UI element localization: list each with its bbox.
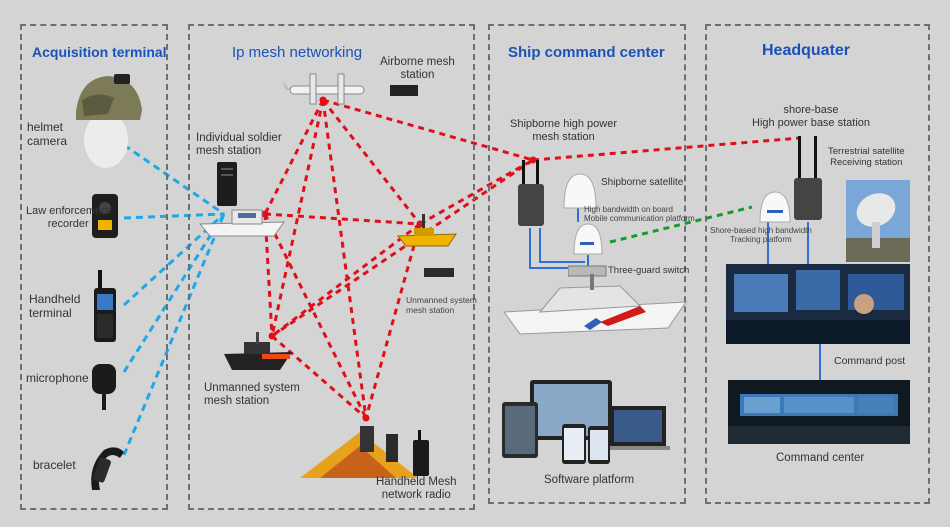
shore-label: shore-base High power base station [752,104,871,129]
software-devices-icon [502,380,670,464]
ship-satellite-label: Shipborne satellite [601,177,684,188]
radio-label: Handheld Mesh network radio [376,476,457,502]
hq-panel [705,24,930,504]
rescue-scene-icon [300,426,418,478]
mesh-node-dot [319,96,327,104]
mesh-node-dot [261,210,269,218]
mesh-link [321,99,368,419]
law-recorder-icon [92,194,118,238]
bracelet-icon [91,447,124,490]
command-center-label: Command center [776,452,865,464]
command-post-photo [726,264,910,344]
mesh-node-dot [268,332,276,340]
tracking-label: Shore-based high bandwidth Tracking plat… [710,226,812,245]
satellite-dish-photo [846,180,910,262]
soldier-label: Individual soldier mesh station [196,132,282,158]
link-recorder [123,212,225,220]
satellite-link [609,205,753,244]
ship-satellite-dome-icon [563,173,597,209]
handheld-terminal-icon [94,270,116,342]
unmanned-boat-icon [396,214,457,247]
bracelet-label: bracelet [33,458,76,472]
mesh-title: Ip mesh networking [232,44,363,61]
unmanned-small-label: Unmanned system mesh station [406,295,477,315]
ship-broadband-label: High bandwidth on board Mobile communica… [584,205,695,224]
shore-station-icon [794,136,822,220]
command-center-photo [728,380,910,444]
switch-label: Three-guard switch [608,265,690,276]
ship-icon [503,274,687,335]
mesh-link [263,213,274,337]
link-bracelet [122,213,226,456]
unmanned-vessel-icon [224,332,292,370]
airborne-label: Airborne mesh station [380,56,455,82]
mesh-link [321,99,422,225]
software-label: Software platform [544,474,635,486]
microphone-label: microphone [26,371,89,385]
mesh-panel [188,24,475,510]
airborne-station-icon [390,85,418,96]
boat-icon [198,209,285,237]
mesh-radio-icon [413,430,429,476]
mesh-link [364,223,422,419]
handheld-label: Handheld terminal [29,292,81,320]
ship-title: Ship command center [508,44,665,61]
command-post-label: Command post [834,355,906,367]
helmet-camera-icon [76,74,142,168]
mesh-link [270,99,325,337]
mesh-node-dot [362,414,370,422]
mesh-node-dot [416,220,424,228]
mesh-link [263,213,368,419]
ship-mesh-station-icon [518,160,544,226]
terrestrial-label: Terrestrial satellite Receiving station [828,146,905,168]
acquisition-panel [20,24,168,510]
unmanned-big-label: Unmanned system mesh station [204,382,300,408]
drone-icon [282,73,365,105]
unmanned-station-small-icon [424,268,454,277]
microphone-icon [92,364,116,410]
ship-broadband-dome-icon [573,223,603,255]
mesh-link [322,98,534,162]
mesh-link [271,222,421,338]
law-recorder-label: Law enforcement recorder [26,205,111,230]
soldier-station-icon [217,162,237,206]
tracking-dome-icon [759,191,791,223]
ship-panel [488,24,686,504]
mesh-link [264,212,421,226]
acquisition-title: Acquisition terminal [32,44,167,60]
link-helmet [123,143,225,216]
ship-network-line [539,228,585,263]
hq-title: Headquater [762,42,851,59]
mesh-node-dot [529,156,537,164]
helmet-label: helmet camera [27,120,68,148]
mesh-link [271,158,534,338]
ship-mesh-label: Shipborne high power mesh station [510,118,618,143]
mesh-link [532,136,801,162]
switch-icon [568,265,607,277]
mesh-link [271,334,367,420]
